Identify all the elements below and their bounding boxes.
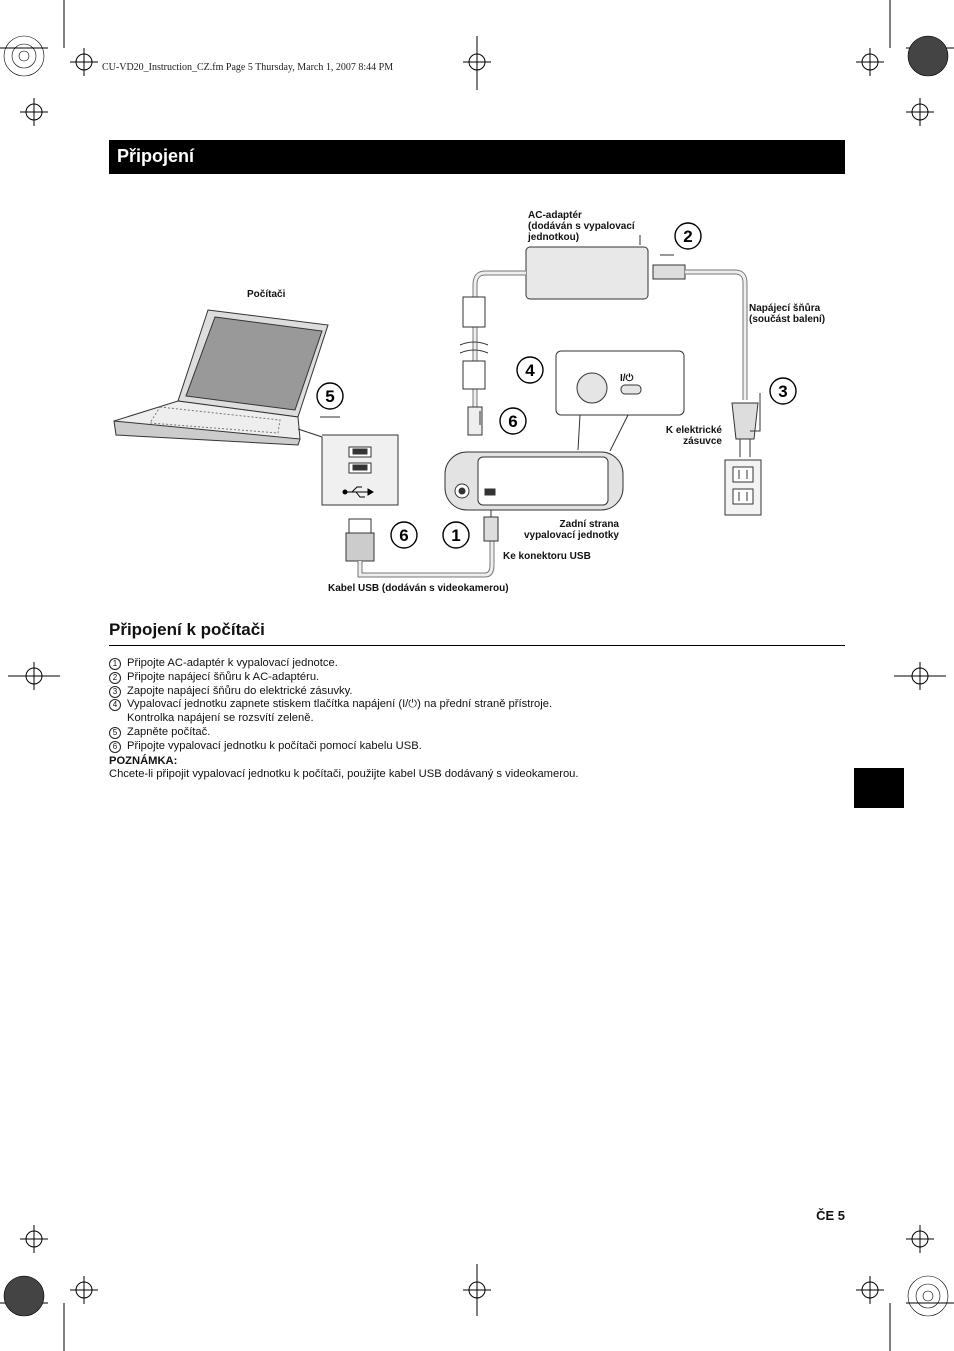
step-number: 2 <box>109 671 121 684</box>
callout-6-top: 6 <box>508 412 517 431</box>
step-text: Připojte napájecí šňůru k AC-adaptéru. <box>127 670 320 683</box>
step-number: 5 <box>109 726 121 739</box>
connection-diagram: 2 3 4 5 6 6 1 AC-adaptér (dodáván s vypa… <box>113 210 825 594</box>
page-title: Připojení <box>117 146 195 166</box>
note-text: Chcete-li připojit vypalovací jednotku k… <box>109 768 579 781</box>
file-meta-header: CU-VD20_Instruction_CZ.fm Page 5 Thursda… <box>102 62 394 73</box>
note-heading: POZNÁMKA: <box>109 754 178 767</box>
step-number: 3 <box>109 685 121 698</box>
label-rear-1: Zadní strana <box>560 519 620 530</box>
label-adapter-1: AC-adaptér <box>528 210 582 221</box>
label-usb-cable: Kabel USB (dodáván s videokamerou) <box>328 583 509 594</box>
section-tab-marker <box>854 768 904 808</box>
callout-4: 4 <box>525 361 535 380</box>
label-adapter-2: (dodáván s vypalovací <box>528 221 636 232</box>
power-symbol-label: I/⏻ <box>620 372 634 384</box>
list-item: 2 Připojte napájecí šňůru k AC-adaptéru. <box>109 671 845 685</box>
label-usb-connector: Ke konektoru USB <box>503 551 591 562</box>
section-title: Připojení k počítači <box>109 620 265 639</box>
list-item: 5 Zapněte počítač. <box>109 726 845 740</box>
callout-3: 3 <box>778 382 787 401</box>
label-cord-1: Napájecí šňůra <box>749 302 821 314</box>
step-text: Připojte vypalovací jednotku k počítači … <box>127 739 422 752</box>
step-text: Připojte AC-adaptér k vypalovací jednotc… <box>127 657 338 669</box>
list-item: 6 Připojte vypalovací jednotku k počítači… <box>109 740 845 754</box>
list-item: 1 Připojte AC-adaptér k vypalovací jednot… <box>109 657 845 671</box>
step-text: Zapojte napájecí šňůru do elektrické zás… <box>127 684 353 697</box>
callout-2: 2 <box>683 227 692 246</box>
usb-icon <box>342 486 374 498</box>
section-divider <box>109 645 845 646</box>
label-adapter-3: jednotkou) <box>527 232 579 243</box>
label-computer: Počítači <box>247 289 286 300</box>
steps-list: 1 Připojte AC-adaptér k vypalovací jednot… <box>109 657 845 782</box>
callout-1: 1 <box>451 526 460 545</box>
list-item: 3 Zapojte napájecí šňůru do elektrické zá… <box>109 685 845 699</box>
callout-5: 5 <box>325 387 334 406</box>
label-outlet-2: zásuvce <box>683 436 722 447</box>
callout-numbers: 2 3 4 5 6 6 1 <box>316 222 797 549</box>
list-item: 4 Vypalovací jednotku zapnete stiskem tla… <box>109 698 845 712</box>
step-text: Zapněte počítač. <box>127 725 211 738</box>
step-number: 1 <box>109 658 121 670</box>
callout-6-bottom: 6 <box>399 526 408 545</box>
page-number: ČE 5 <box>816 1208 845 1223</box>
step-number: 4 <box>109 699 121 712</box>
step-number: 6 <box>109 740 121 753</box>
label-cord-2: (součást balení) <box>749 314 825 325</box>
label-outlet-1: K elektrické <box>666 425 723 436</box>
page-title-bar: Připojení <box>109 140 845 174</box>
step-text-continuation: Kontrolka napájení se rozsvítí zeleně. <box>127 712 314 725</box>
step-text: Vypalovací jednotku zapnete stiskem tlač… <box>127 698 553 711</box>
label-rear-2: vypalovací jednotky <box>524 530 619 541</box>
